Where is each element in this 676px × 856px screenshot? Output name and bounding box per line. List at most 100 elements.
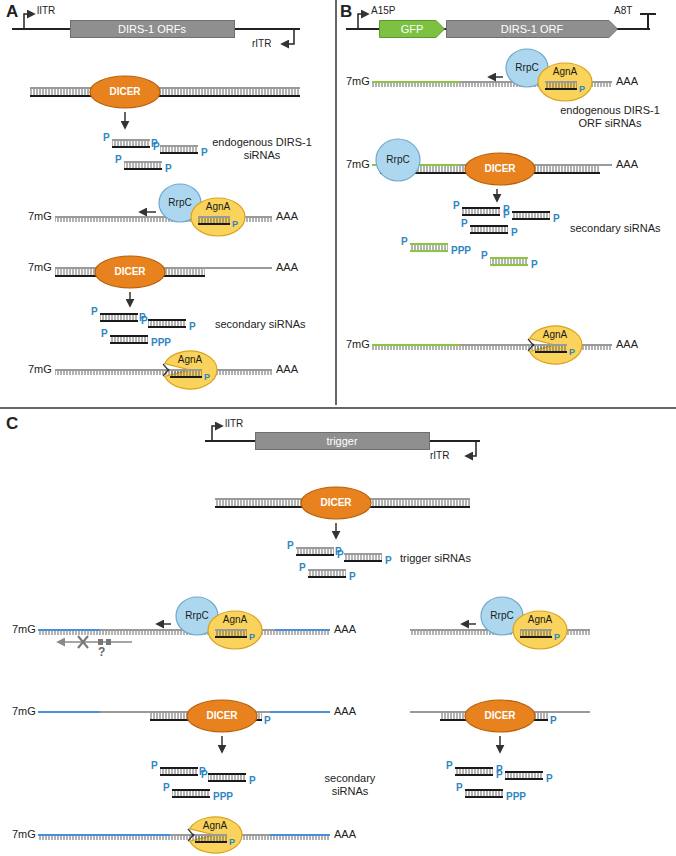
protein-body (191, 198, 245, 236)
annotation: 7mG (12, 623, 36, 636)
promoter-arrow (466, 441, 476, 456)
annotation: AAA (616, 75, 638, 88)
phosphate-label: PPP (451, 245, 471, 257)
annotation: 7mG (28, 363, 52, 376)
rna-strand (372, 81, 460, 83)
protein-body (376, 139, 420, 181)
gene-box: DIRS-1 ORF (446, 20, 618, 38)
node-label: RrpC (386, 154, 409, 166)
phosphate-label: P (511, 227, 518, 239)
node-label: DICER (206, 710, 237, 722)
process-arrow (335, 523, 337, 538)
node-label: RrpC (515, 62, 538, 74)
annotation: AAA (276, 363, 298, 376)
annotation: secondary siRNAs (315, 772, 385, 797)
cleaving-protein (190, 817, 242, 853)
sirna-strand (470, 225, 508, 227)
phosphate-label: P (264, 715, 271, 727)
base-ticks (470, 227, 508, 232)
phosphate-label: P (550, 715, 557, 727)
base-ticks (124, 163, 162, 168)
process-arrow (221, 736, 223, 752)
phosphate-label: P (569, 347, 575, 357)
node-label: DICER (484, 710, 515, 722)
annotation: secondary siRNAs (570, 222, 660, 235)
protein-shape: AgnA (527, 325, 583, 365)
protein-shape: AgnA (162, 350, 218, 390)
sirna-strand (308, 569, 346, 571)
phosphate-label: P (139, 312, 146, 324)
annotation: AAA (276, 210, 298, 223)
protein-shape: AgnA (187, 816, 243, 854)
sirna-strand (124, 168, 162, 170)
annotation: trigger siRNAs (400, 552, 471, 565)
node-label: AgnA (203, 820, 227, 832)
protein-body (95, 256, 165, 288)
phosphate-label: P (189, 321, 196, 333)
phosphate-label: PPP (151, 337, 171, 349)
annotation: AAA (334, 828, 356, 841)
phosphate-label: P (531, 259, 538, 271)
base-ticks (148, 321, 186, 326)
annotation: lITR (225, 418, 243, 430)
phosphate-label: P (554, 632, 560, 642)
base-ticks (38, 631, 100, 635)
protein-body (301, 487, 371, 519)
phosphate-label: PPP (213, 791, 233, 803)
phosphate-label: P (481, 250, 488, 262)
phosphate-label: P (461, 218, 468, 230)
base-ticks (410, 245, 448, 250)
node-label: DICER (484, 163, 515, 175)
promoter-arrow (212, 426, 222, 441)
cleavage-mark (163, 369, 169, 376)
cleavage-mark (528, 344, 534, 351)
protein-shape: DICER (464, 699, 536, 733)
sirna-strand (455, 767, 493, 769)
sirna-strand (462, 214, 500, 216)
dash-mark (98, 639, 103, 645)
phosphate-label: P (453, 200, 460, 212)
protein-shape: DICER (464, 152, 536, 186)
rna-strand (275, 629, 330, 631)
sirna-strand (296, 547, 334, 549)
sirna-strand (208, 773, 246, 775)
annotation: lITR (37, 5, 55, 17)
sirna-strand (100, 320, 138, 322)
base-ticks (55, 371, 272, 375)
phosphate-label: P (401, 236, 408, 248)
annotation: 7mG (28, 210, 52, 223)
sirna-strand (112, 146, 150, 148)
protein-shape: DICER (89, 75, 161, 109)
node-label: AgnA (528, 614, 552, 626)
rna-strand (38, 711, 100, 713)
base-ticks (208, 775, 246, 780)
phosphate-label: P (232, 219, 238, 229)
rna-strand (30, 87, 300, 89)
node-label: RrpC (168, 197, 191, 209)
protein-shape: DICER (300, 486, 372, 520)
annotation: ? (98, 646, 105, 660)
node-label: DICER (109, 86, 140, 98)
sirna-strand (308, 576, 346, 578)
annotation: 7mG (12, 705, 36, 718)
protein-body (465, 700, 535, 732)
annotation: AAA (616, 338, 638, 351)
protein-body (538, 63, 592, 101)
node-label: AgnA (543, 329, 567, 341)
base-ticks (455, 769, 493, 774)
base-ticks (296, 549, 334, 554)
phosphate-label: P (151, 760, 158, 772)
phosphate-label: P (249, 632, 255, 642)
base-ticks (112, 141, 150, 146)
sirna-strand (148, 326, 186, 328)
rna-strand (55, 369, 272, 371)
cleavage-mark (163, 364, 169, 371)
protein-body (208, 611, 262, 649)
process-arrow (489, 76, 503, 78)
node-label: DICER (320, 497, 351, 509)
process-arrow (129, 292, 131, 306)
process-arrow (499, 736, 501, 752)
protein-body (187, 700, 257, 732)
protein-body (90, 76, 160, 108)
